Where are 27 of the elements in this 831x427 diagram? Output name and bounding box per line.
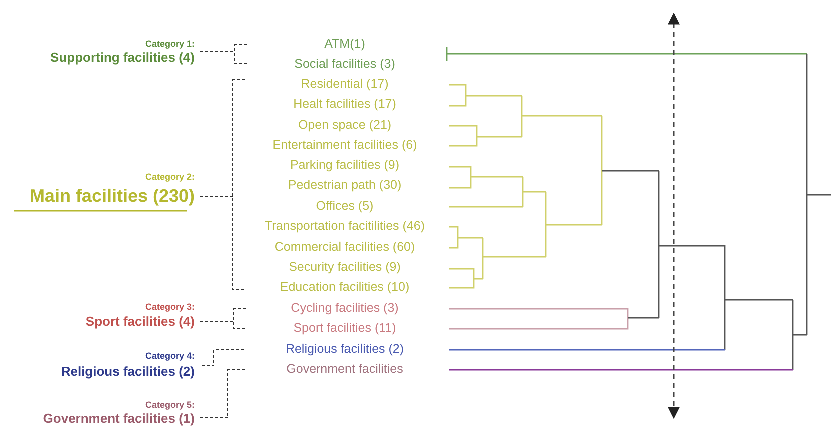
leaf-label: Open space (21) — [298, 119, 392, 133]
category-name: Religious facilities (2) — [61, 364, 195, 380]
leaf-label: Commercial facilities (60) — [274, 241, 416, 255]
leaf-label: ATM(1) — [324, 38, 366, 52]
leaf-label: Religious facilities (2) — [286, 343, 404, 357]
leaf-label: Offices (5) — [316, 200, 374, 214]
leaf-label: Social facilities (3) — [294, 58, 396, 72]
category-heading: Category 1: — [145, 40, 195, 50]
category-heading: Category 4: — [145, 352, 195, 362]
category-heading: Category 3: — [145, 303, 195, 313]
leaf-label: Residential (17) — [301, 78, 389, 92]
leaf-label: Cycling facilities (3) — [291, 302, 399, 316]
leaf-label: Transportation facitilities (46) — [264, 220, 426, 234]
category-heading: Category 5: — [145, 401, 195, 411]
leaf-label: Sport facilities (11) — [294, 322, 396, 336]
leaf-label: Parking facilities (9) — [290, 159, 400, 173]
category-heading: Category 2: — [145, 173, 195, 183]
leaf-label: Education facilities (10) — [280, 281, 410, 295]
category-name: Sport facilities (4) — [86, 314, 195, 330]
category-name: Government facilities (1) — [43, 412, 195, 426]
leaf-label: Government facilities — [286, 363, 404, 377]
leaf-label: Healt facilities (17) — [294, 98, 396, 112]
category-name: Supporting facilities (4) — [50, 50, 195, 66]
category-name: Main facilities (230) — [30, 187, 195, 207]
leaf-label: Entertainment facilities (6) — [272, 139, 418, 153]
leaf-label: Pedestrian path (30) — [288, 179, 402, 193]
leaf-label: Security facilities (9) — [289, 261, 401, 275]
